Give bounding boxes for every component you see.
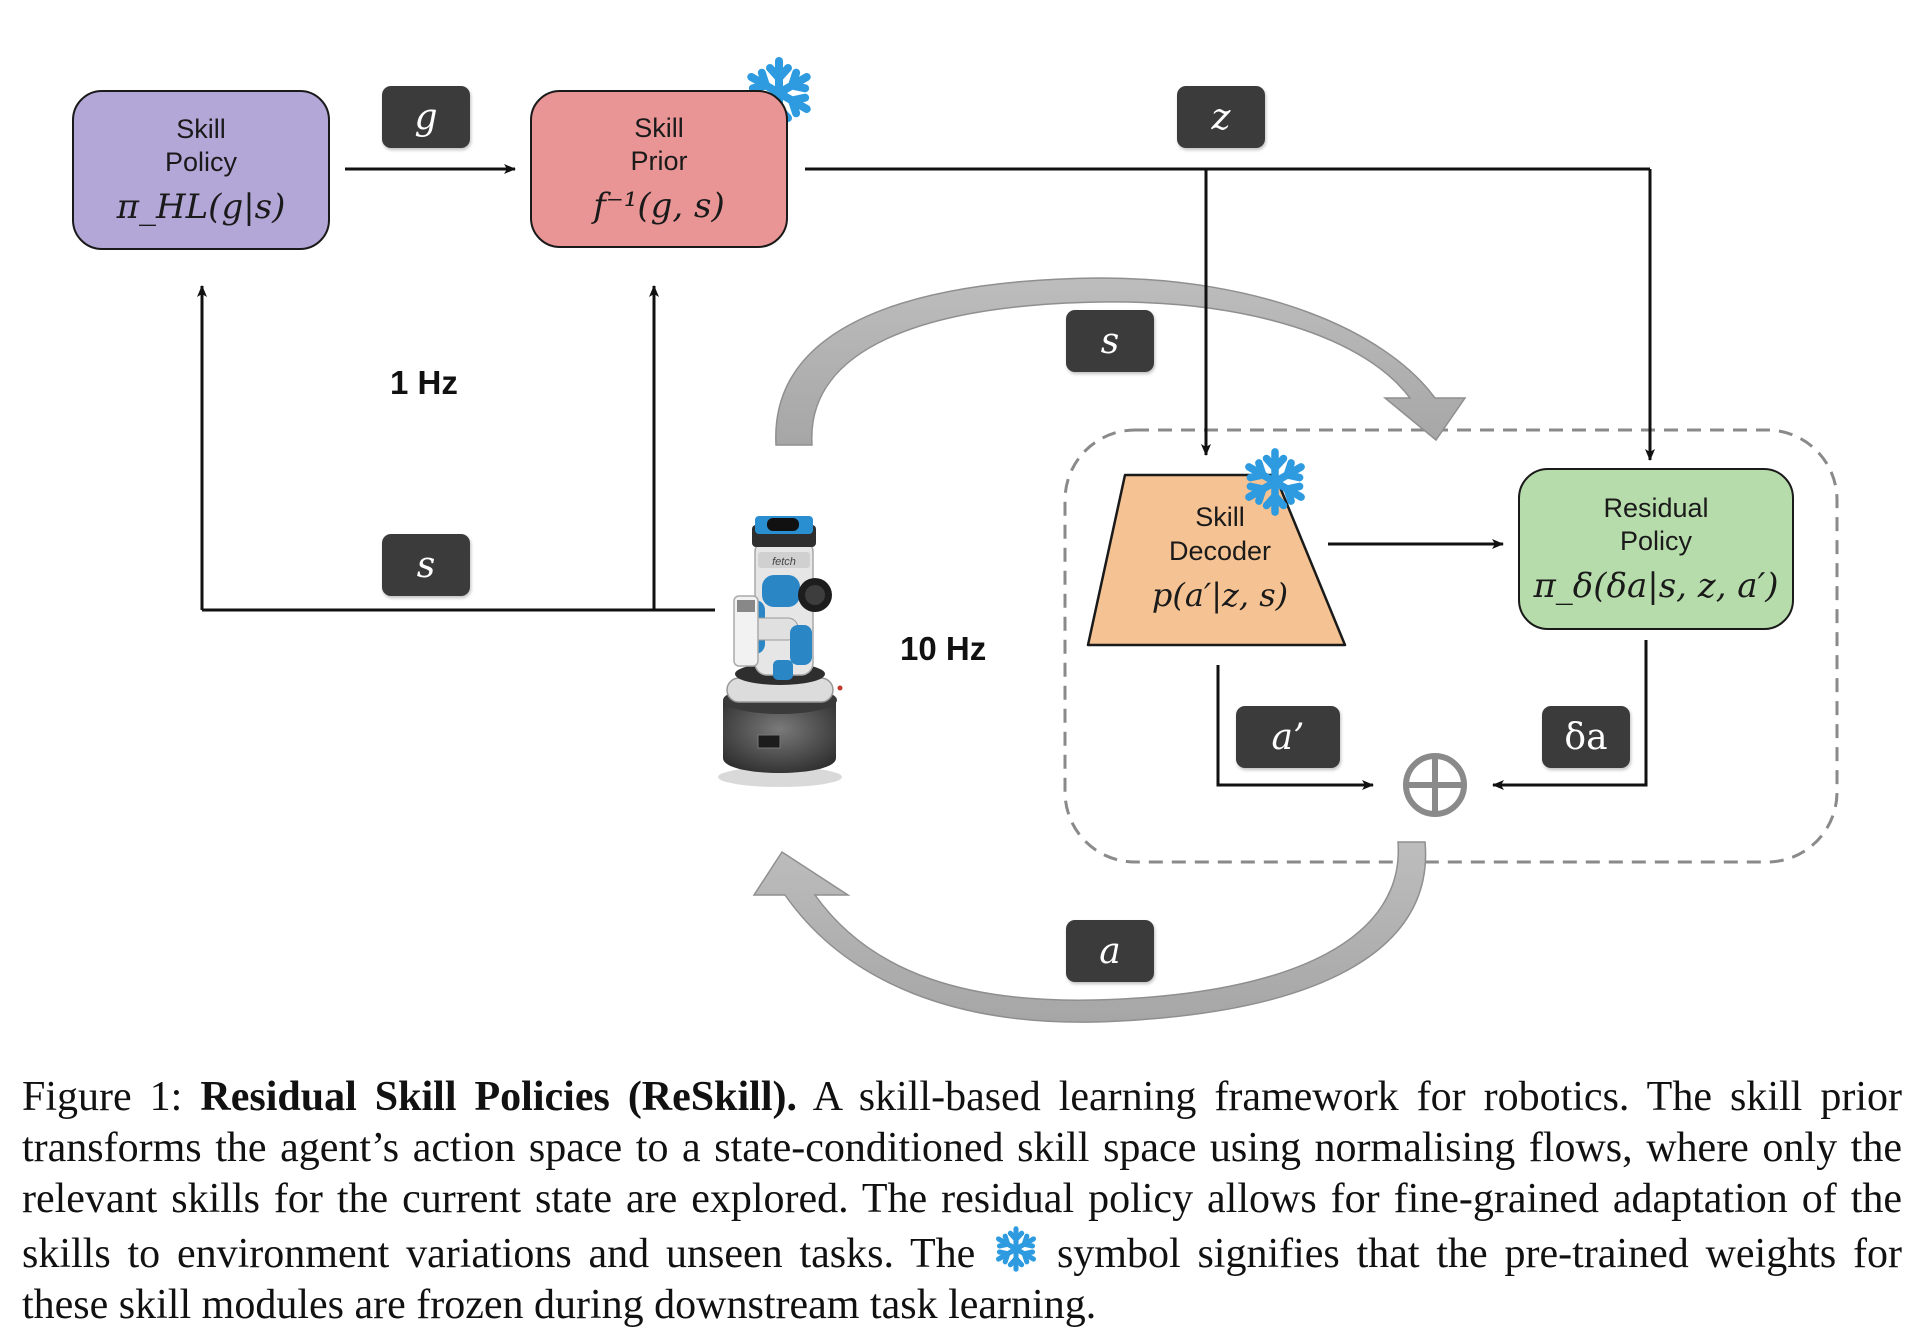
residual-module-boundary xyxy=(1063,428,1839,864)
robot-image: fetch xyxy=(718,516,843,787)
state-loop-arrow xyxy=(775,277,1467,446)
robot-brand-text: fetch xyxy=(772,556,796,568)
snowflake-icon xyxy=(996,1226,1037,1272)
rate-1hz: 1 Hz xyxy=(390,364,458,401)
residual-policy-box: Residual Policy π_δ(δa|s, z, a′) xyxy=(1518,468,1794,630)
residual-policy-label-2: Policy xyxy=(1619,526,1693,556)
caption-title: Residual Skill Policies (ReSkill). xyxy=(200,1074,797,1120)
skill-prior-label-1: Skill xyxy=(634,113,684,143)
skill-policy-formula: π_HL(g|s) xyxy=(116,187,286,227)
skill-decoder-label-1: Skill xyxy=(1195,502,1245,532)
skill-prior-box: Skill Prior f⁻¹(g, s) xyxy=(530,90,788,248)
tag-g: g xyxy=(382,86,470,148)
tag-z: z xyxy=(1177,86,1265,148)
skill-prior-formula: f⁻¹(g, s) xyxy=(593,186,725,226)
diagram-canvas: fetch xyxy=(197,164,1839,1023)
skill-decoder-box: Skill Decoder p(a′|z, s) xyxy=(1090,500,1350,614)
tag-a: a xyxy=(1066,920,1154,982)
tag-s-left: s xyxy=(382,534,470,596)
skill-prior-label-2: Prior xyxy=(630,146,688,176)
skill-policy-label-1: Skill xyxy=(176,114,226,144)
caption-text-1: A skill-based learning framework for rob… xyxy=(22,1074,1903,1277)
circled-plus-icon xyxy=(1403,753,1467,817)
residual-policy-formula: π_δ(δa|s, z, a′) xyxy=(1533,566,1779,606)
tag-a-prime: a’ xyxy=(1236,706,1340,768)
skill-decoder-shape xyxy=(1086,473,1347,647)
tag-delta-a: δa xyxy=(1542,706,1630,768)
skill-policy-box: Skill Policy π_HL(g|s) xyxy=(72,90,330,250)
figure-caption: Figure 1: Residual Skill Policies (ReSki… xyxy=(22,1072,1902,1331)
residual-policy-label-1: Residual xyxy=(1603,493,1709,523)
skill-decoder-formula: p(a′|z, s) xyxy=(1151,576,1289,614)
caption-text-2: symbol signifies that the pre-trained we… xyxy=(22,1231,1902,1328)
skill-policy-label-2: Policy xyxy=(164,147,238,177)
caption-prefix: Figure 1: xyxy=(22,1074,201,1120)
aprime-to-sum-arrow xyxy=(1216,665,1374,790)
skill-decoder-label-2: Decoder xyxy=(1168,536,1272,566)
action-loop-arrow xyxy=(752,841,1427,1023)
rate-10hz: 10 Hz xyxy=(900,630,987,667)
tag-s-top: s xyxy=(1066,310,1154,372)
delta-to-sum-arrow xyxy=(1492,640,1648,790)
snowflake-icon xyxy=(1245,448,1305,516)
